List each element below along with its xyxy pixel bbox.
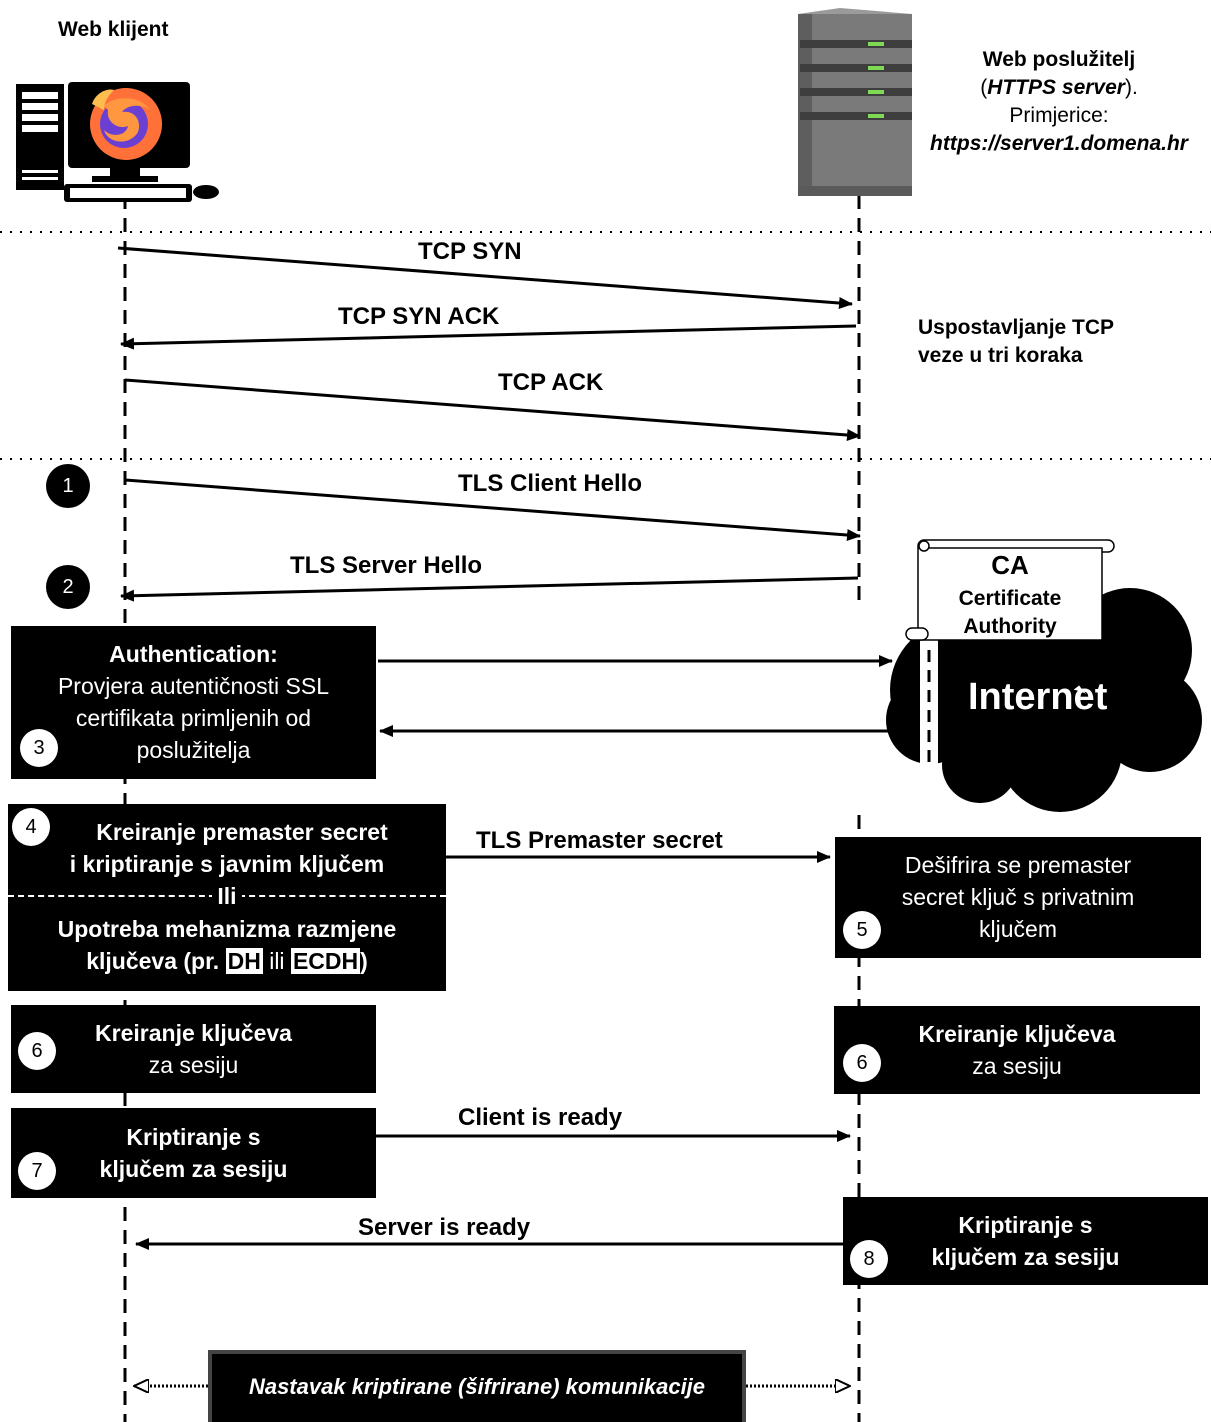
tcp-ack-label: TCP ACK	[498, 369, 604, 396]
server-session-keys-box: Kreiranje ključeva za sesiju	[834, 1006, 1200, 1094]
premaster-box: Kreiranje premaster secret i kriptiranje…	[8, 804, 446, 991]
step-2-badge: 2	[46, 565, 90, 609]
client-encrypt-line-1: Kriptiranje s	[126, 1124, 261, 1150]
ca-subtitle: Certificate Authority	[958, 587, 1062, 638]
step-5-badge: 5	[843, 911, 881, 949]
tcp-synack-arrow	[120, 324, 857, 350]
server-encrypt-line-2: ključem za sesiju	[931, 1244, 1120, 1270]
dh-highlight: DH	[225, 948, 263, 974]
tls-client-hello-arrow	[124, 478, 861, 541]
premaster-line-3: Upotreba mehanizma razmjene	[57, 916, 397, 942]
firefox-logo-icon	[90, 88, 162, 160]
step-4-badge: 4	[12, 808, 50, 846]
step-1-badge: 1	[46, 464, 90, 508]
step-6-server-badge: 6	[843, 1044, 881, 1082]
ca-certificate-scroll	[905, 539, 1115, 641]
server-type: (HTTPS server).	[980, 76, 1138, 99]
client-title: Web klijent	[58, 18, 169, 41]
step-6-client-badge: 6	[18, 1032, 56, 1070]
server-keys-line-2: za sesiju	[972, 1053, 1062, 1079]
server-encrypt-line-1: Kriptiranje s	[958, 1212, 1093, 1238]
server-description: Web poslužitelj (HTTPS server). Primjeri…	[912, 46, 1206, 158]
premaster-divider-label: Ili	[212, 880, 242, 912]
auth-line-2: certifikata primljenih od	[75, 705, 312, 731]
auth-line-1: Provjera autentičnosti SSL	[57, 673, 330, 699]
tcp-syn-arrow	[117, 246, 853, 309]
premaster-line-4: ključeva (pr. DH ili ECDH)	[86, 948, 368, 974]
server-example-label: Primjerice:	[1009, 104, 1109, 127]
step-7-badge: 7	[18, 1152, 56, 1190]
tcp-handshake-note: Uspostavljanje TCP veze u tri koraka	[918, 316, 1115, 367]
decrypt-line-1: Dešifrira se premaster	[904, 852, 1132, 878]
auth-line-3: poslužitelja	[136, 737, 251, 763]
premaster-arrow-label: TLS Premaster secret	[476, 827, 723, 854]
internet-label: Internet	[968, 676, 1108, 718]
client-ready-label: Client is ready	[458, 1104, 623, 1131]
ecdh-highlight: ECDH	[290, 948, 361, 974]
continuation-box	[212, 1354, 742, 1422]
premaster-line-1: Kreiranje premaster secret	[96, 819, 388, 845]
tls-client-hello-label: TLS Client Hello	[458, 470, 643, 497]
decrypt-line-2: secret ključ s privatnim	[901, 884, 1135, 910]
server-encrypt-box: Kriptiranje s ključem za sesiju	[843, 1197, 1208, 1285]
step-8-badge: 8	[850, 1240, 888, 1278]
ca-title: CA	[991, 550, 1029, 580]
client-encrypt-line-2: ključem za sesiju	[99, 1156, 288, 1182]
decrypt-line-3: ključem	[979, 916, 1057, 942]
server-url: https://server1.domena.hr	[930, 132, 1188, 155]
client-session-keys-box: Kreiranje ključeva za sesiju	[11, 1005, 376, 1093]
server-ready-label: Server is ready	[358, 1214, 531, 1241]
client-keys-line-1: Kreiranje ključeva	[95, 1020, 292, 1046]
server-keys-line-1: Kreiranje ključeva	[918, 1021, 1116, 1047]
client-keys-line-2: za sesiju	[148, 1052, 239, 1078]
client-encrypt-box: Kriptiranje s ključem za sesiju	[11, 1108, 376, 1198]
server-title: Web poslužitelj	[982, 48, 1136, 71]
continuation-label: Nastavak kriptirane (šifrirane) komunika…	[248, 1374, 706, 1399]
authentication-box: Authentication: Provjera autentičnosti S…	[11, 626, 376, 779]
tls-server-hello-label: TLS Server Hello	[290, 552, 483, 579]
tcp-synack-label: TCP SYN ACK	[338, 303, 500, 330]
auth-title: Authentication:	[109, 641, 278, 667]
server-tower-icon	[798, 8, 912, 196]
decrypt-box: Dešifrira se premaster secret ključ s pr…	[835, 837, 1201, 958]
premaster-line-2: i kriptiranje s javnim ključem	[69, 851, 385, 877]
tcp-ack-arrow	[124, 378, 861, 441]
step-3-badge: 3	[20, 729, 58, 767]
tcp-syn-label: TCP SYN	[418, 238, 522, 265]
tls-server-hello-arrow	[120, 576, 859, 602]
